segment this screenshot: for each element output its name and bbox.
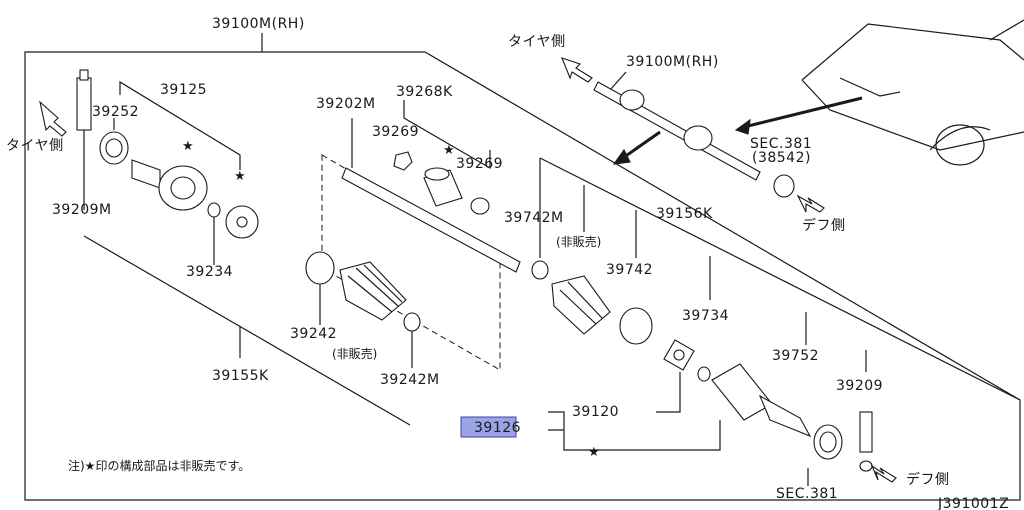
label-inset-sec: SEC.381 bbox=[750, 136, 812, 152]
frame-outline bbox=[24, 33, 1021, 501]
label-39234: 39234 bbox=[186, 264, 233, 280]
part-boot-left bbox=[339, 261, 407, 321]
part-39209m-bolt bbox=[76, 69, 92, 210]
leader-inset-title bbox=[609, 71, 627, 91]
part-39734-clip bbox=[697, 366, 711, 382]
label-diff-side-inset: デフ側 bbox=[802, 217, 846, 234]
part-39742-band bbox=[619, 307, 653, 345]
inset-driveshaft bbox=[593, 81, 795, 198]
label-39209m: 39209M bbox=[52, 202, 112, 218]
drawing-number: J391001Z bbox=[937, 496, 1009, 510]
label-39209: 39209 bbox=[836, 378, 883, 394]
pointer-arrow-vehicle bbox=[734, 96, 863, 135]
part-circlip bbox=[859, 460, 873, 472]
label-39126[interactable]: 39126 bbox=[474, 420, 521, 436]
label-39202m: 39202M bbox=[316, 96, 376, 112]
part-39234-clip bbox=[207, 202, 221, 265]
part-39269-nut-a bbox=[393, 151, 413, 171]
label-sec381-bottom: SEC.381 bbox=[776, 486, 838, 502]
leader-left-lower bbox=[83, 235, 411, 426]
part-39752-seal bbox=[813, 424, 843, 460]
part-39269-nut-b bbox=[470, 197, 490, 215]
bracket-39125 bbox=[119, 80, 241, 170]
tire-side-label-top: タイヤ側 bbox=[508, 34, 566, 50]
dashed-group-box bbox=[321, 154, 501, 371]
tire-side-arrow-top bbox=[561, 57, 593, 83]
bracket-39268k bbox=[403, 100, 491, 170]
label-inset-title: 39100M(RH) bbox=[626, 54, 719, 70]
label-39742m-not-for-sale: (非販売) bbox=[556, 234, 601, 249]
tire-side-label-left: タイヤ側 bbox=[6, 138, 64, 154]
star-marker-3: ★ bbox=[443, 143, 455, 158]
label-39120: 39120 bbox=[572, 404, 619, 420]
part-spider bbox=[663, 339, 695, 371]
bracket-39120-39126 bbox=[548, 372, 721, 451]
label-39742m: 39742M bbox=[504, 210, 564, 226]
label-39269-b: 39269 bbox=[456, 156, 503, 172]
title-part-label: 39100M(RH) bbox=[212, 16, 305, 32]
label-diff-side-bottom: デフ側 bbox=[906, 471, 950, 488]
vehicle-illustration bbox=[801, 19, 1024, 166]
part-outer-joint bbox=[131, 159, 208, 211]
part-boot-right bbox=[551, 275, 611, 335]
label-39155k: 39155K bbox=[212, 368, 269, 384]
part-39742m-band bbox=[531, 260, 549, 280]
part-39209-bolt bbox=[859, 411, 873, 453]
diff-side-arrow-bottom bbox=[870, 464, 897, 483]
part-39242-band bbox=[305, 251, 335, 325]
part-39252-seal bbox=[99, 118, 129, 165]
diff-side-arrow-inset bbox=[796, 194, 825, 213]
label-39742: 39742 bbox=[606, 262, 653, 278]
tire-side-arrow-left bbox=[39, 100, 67, 137]
label-39752: 39752 bbox=[772, 348, 819, 364]
label-39252: 39252 bbox=[92, 104, 139, 120]
star-marker-4: ★ bbox=[588, 445, 600, 460]
label-39268k: 39268K bbox=[396, 84, 453, 100]
label-39734: 39734 bbox=[682, 308, 729, 324]
label-inset-sec-sub: (38542) bbox=[752, 150, 811, 166]
leader-right-upper bbox=[539, 157, 1021, 401]
part-39242m-band bbox=[403, 312, 421, 368]
label-39242m: 39242M bbox=[380, 372, 440, 388]
label-39125: 39125 bbox=[160, 82, 207, 98]
label-39156k: 39156K bbox=[656, 206, 713, 222]
footnote: 注)★印の構成部品は非販売です。 bbox=[68, 458, 250, 473]
label-39242-not-for-sale: (非販売) bbox=[332, 346, 377, 361]
part-inner-housing bbox=[711, 363, 812, 438]
part-39202m-shaft bbox=[341, 118, 521, 273]
highlight-39126[interactable] bbox=[460, 416, 517, 438]
pointer-arrow-shaft bbox=[612, 130, 661, 165]
part-inner-race bbox=[225, 205, 259, 239]
star-marker-2: ★ bbox=[234, 169, 246, 184]
label-39269-a: 39269 bbox=[372, 124, 419, 140]
part-dynamic-damper bbox=[423, 167, 463, 207]
label-39242: 39242 bbox=[290, 326, 337, 342]
star-marker-1: ★ bbox=[182, 139, 194, 154]
